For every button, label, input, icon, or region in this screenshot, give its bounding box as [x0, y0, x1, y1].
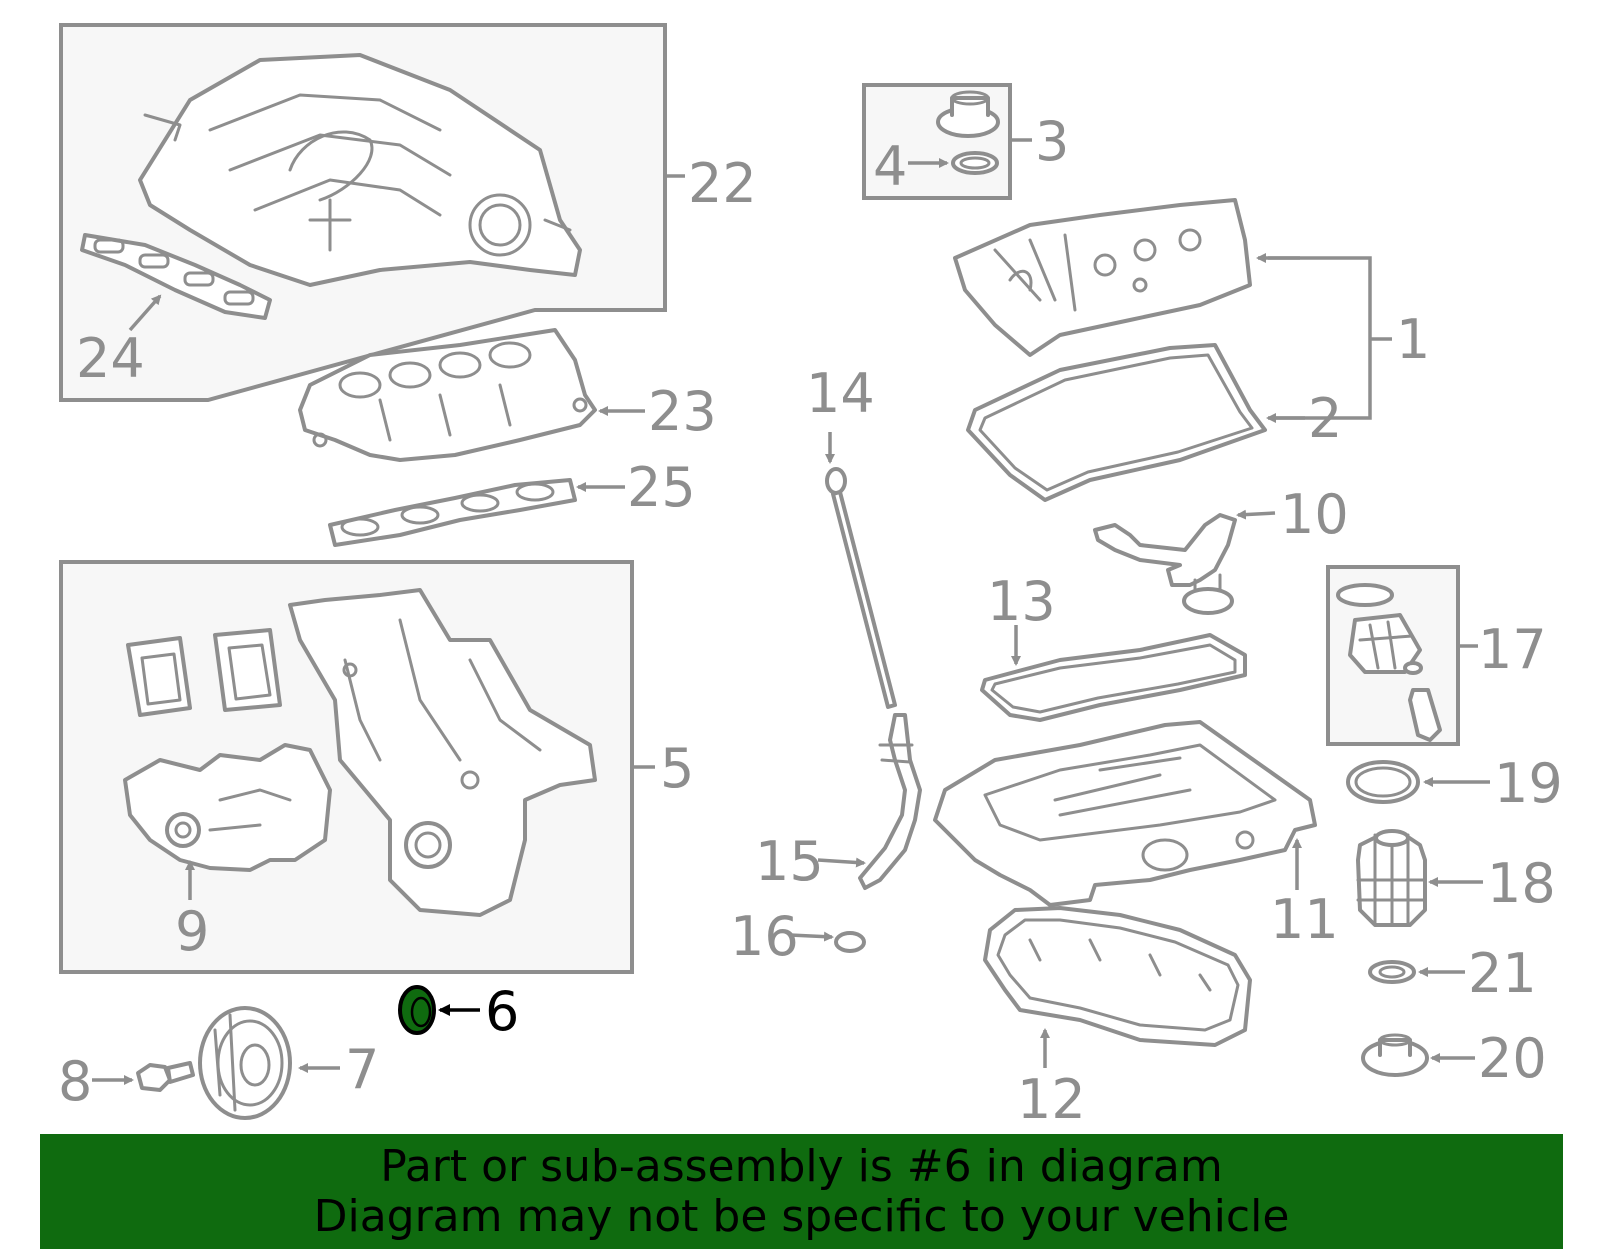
- callout-16: 16: [730, 905, 799, 968]
- pulley-bolt-8[interactable]: [136, 1061, 195, 1092]
- callout-11: 11: [1270, 888, 1339, 951]
- callout-25: 25: [627, 456, 696, 519]
- callout-4: 4: [873, 135, 907, 198]
- callout-8: 8: [58, 1050, 92, 1113]
- upper-oil-pan-11[interactable]: [933, 720, 1317, 907]
- callout-15: 15: [755, 830, 824, 893]
- callout-23: 23: [648, 380, 717, 443]
- callout-17: 17: [1478, 618, 1547, 681]
- dipstick-guide-15[interactable]: [858, 713, 922, 890]
- timing-chain-cover[interactable]: [288, 588, 597, 917]
- banner-line-2: Diagram may not be specific to your vehi…: [313, 1190, 1290, 1242]
- callout-6: 6: [485, 980, 519, 1043]
- drain-plug-gasket-21[interactable]: [1368, 960, 1416, 984]
- oil-pan-gasket-13[interactable]: [980, 633, 1247, 722]
- callout-22: 22: [688, 152, 757, 215]
- crankshaft-oil-seal-6[interactable]: [398, 985, 436, 1035]
- callout-7: 7: [345, 1038, 379, 1101]
- callout-18: 18: [1487, 852, 1556, 915]
- oil-filler-cap-3[interactable]: [936, 90, 1000, 138]
- callout-14: 14: [806, 362, 875, 425]
- intake-lower-manifold-23[interactable]: [298, 328, 597, 462]
- intake-gasket-24[interactable]: [80, 233, 272, 320]
- callout-19: 19: [1494, 752, 1563, 815]
- callout-2: 2: [1308, 387, 1342, 450]
- callout-3: 3: [1035, 110, 1069, 173]
- callout-10: 10: [1280, 483, 1349, 546]
- callout-1: 1: [1396, 308, 1430, 371]
- callout-24: 24: [76, 327, 145, 390]
- manifold-gasket-25[interactable]: [328, 478, 577, 547]
- valve-cover-1[interactable]: [953, 198, 1252, 357]
- crankshaft-pulley-7[interactable]: [198, 1006, 292, 1120]
- drain-plug-20[interactable]: [1361, 1033, 1429, 1077]
- callout-13: 13: [987, 570, 1056, 633]
- valve-cover-gasket-2[interactable]: [966, 343, 1267, 502]
- filter-cap-o-ring-19-inner: [1354, 766, 1412, 798]
- info-banner: Part or sub-assembly is #6 in diagram Di…: [40, 1134, 1563, 1249]
- oil-filter-cap-18[interactable]: [1356, 829, 1427, 927]
- banner-line-1: Part or sub-assembly is #6 in diagram: [380, 1140, 1223, 1192]
- callout-20: 20: [1478, 1027, 1547, 1090]
- water-pump-9[interactable]: [123, 743, 332, 872]
- callout-5: 5: [660, 737, 694, 800]
- drain-plug-gasket-21-inner: [1378, 965, 1406, 979]
- oil-strainer-10[interactable]: [1093, 513, 1237, 615]
- gasket-plate-right[interactable]: [213, 628, 282, 712]
- callout-9: 9: [175, 900, 209, 963]
- intake-manifold-part[interactable]: [138, 53, 582, 287]
- filler-cap-gasket-4[interactable]: [951, 151, 999, 175]
- callout-21: 21: [1468, 942, 1537, 1005]
- dipstick-o-ring-16[interactable]: [834, 931, 866, 953]
- oil-dipstick-14[interactable]: [825, 467, 897, 709]
- oil-filter-element-17[interactable]: [1336, 583, 1442, 742]
- leader-16: [789, 931, 834, 942]
- leader-10: [1236, 509, 1276, 520]
- callout-12: 12: [1017, 1068, 1086, 1131]
- gasket-plate-left[interactable]: [126, 636, 192, 717]
- lower-oil-pan-12[interactable]: [983, 906, 1252, 1047]
- leader-24: [128, 294, 162, 332]
- leader-15: [817, 857, 866, 868]
